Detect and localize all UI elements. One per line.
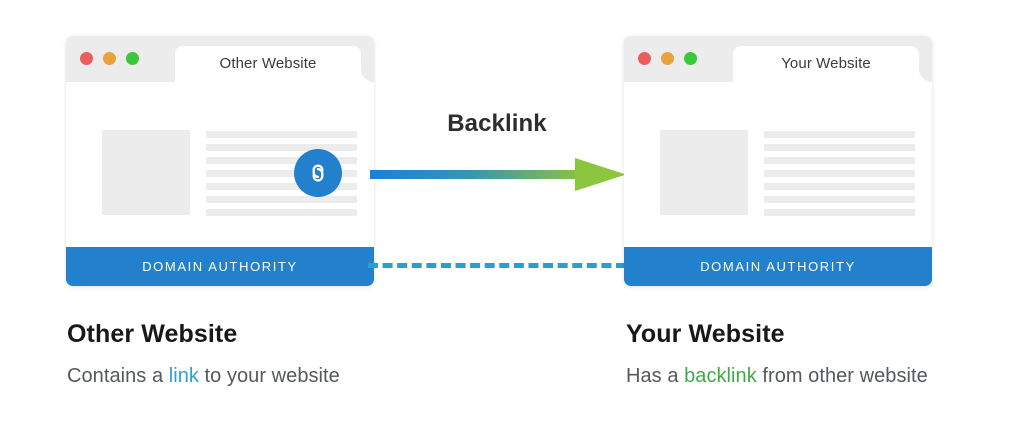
text-placeholder-lines [764,130,915,216]
caption-text-before: Has a [626,365,685,387]
text-line [206,183,357,190]
domain-authority-label: DOMAIN AUTHORITY [142,259,298,274]
caption-your-website: Your Website Has a backlink from other w… [626,320,928,388]
close-dot-icon[interactable] [638,52,651,65]
placeholder-content [660,130,915,216]
text-line [206,157,357,164]
text-placeholder-lines [206,130,357,216]
placeholder-content [102,130,357,216]
browser-tab-your-website[interactable]: Your Website [733,46,919,82]
backlink-label: Backlink [447,110,547,137]
caption-heading: Your Website [626,320,785,348]
text-line [206,131,357,138]
text-line [206,209,357,216]
caption-other-website: Other Website Contains a link to your we… [67,320,340,388]
text-line [206,196,357,203]
browser-titlebar: Other Website [66,36,374,82]
browser-tab-label: Your Website [781,55,871,72]
caption-highlight-backlink[interactable]: backlink [684,365,757,387]
caption-text-after: to your website [198,365,340,387]
text-line [206,170,357,177]
text-line [764,144,915,151]
caption-text-before: Contains a [67,365,169,387]
caption-text: Has a backlink from other website [626,365,928,388]
traffic-light-dots [80,52,139,65]
text-line [764,209,915,216]
domain-authority-bar-other: DOMAIN AUTHORITY [66,247,374,286]
browser-titlebar: Your Website [624,36,932,82]
domain-authority-bar-your: DOMAIN AUTHORITY [624,247,932,286]
page-content-area [624,82,932,247]
arrow-right-icon [370,155,626,195]
caption-text: Contains a link to your website [67,365,340,388]
text-line [764,183,915,190]
close-dot-icon[interactable] [80,52,93,65]
maximize-dot-icon[interactable] [684,52,697,65]
text-line [764,157,915,164]
text-line [764,131,915,138]
caption-heading: Other Website [67,320,238,348]
text-line [764,170,915,177]
maximize-dot-icon[interactable] [126,52,139,65]
text-line [206,144,357,151]
browser-window-your-website: Your Website DOMAIN AUTHORITY [624,36,932,286]
minimize-dot-icon[interactable] [661,52,674,65]
traffic-light-dots [638,52,697,65]
domain-authority-label: DOMAIN AUTHORITY [700,259,856,274]
chain-link-icon[interactable] [294,149,342,197]
minimize-dot-icon[interactable] [103,52,116,65]
caption-text-after: from other website [756,365,928,387]
text-line [764,196,915,203]
caption-highlight-link[interactable]: link [168,365,199,387]
image-placeholder [660,130,748,215]
image-placeholder [102,130,190,215]
browser-tab-other-website[interactable]: Other Website [175,46,361,82]
browser-tab-label: Other Website [219,55,317,72]
dashed-connector-icon [368,263,626,268]
